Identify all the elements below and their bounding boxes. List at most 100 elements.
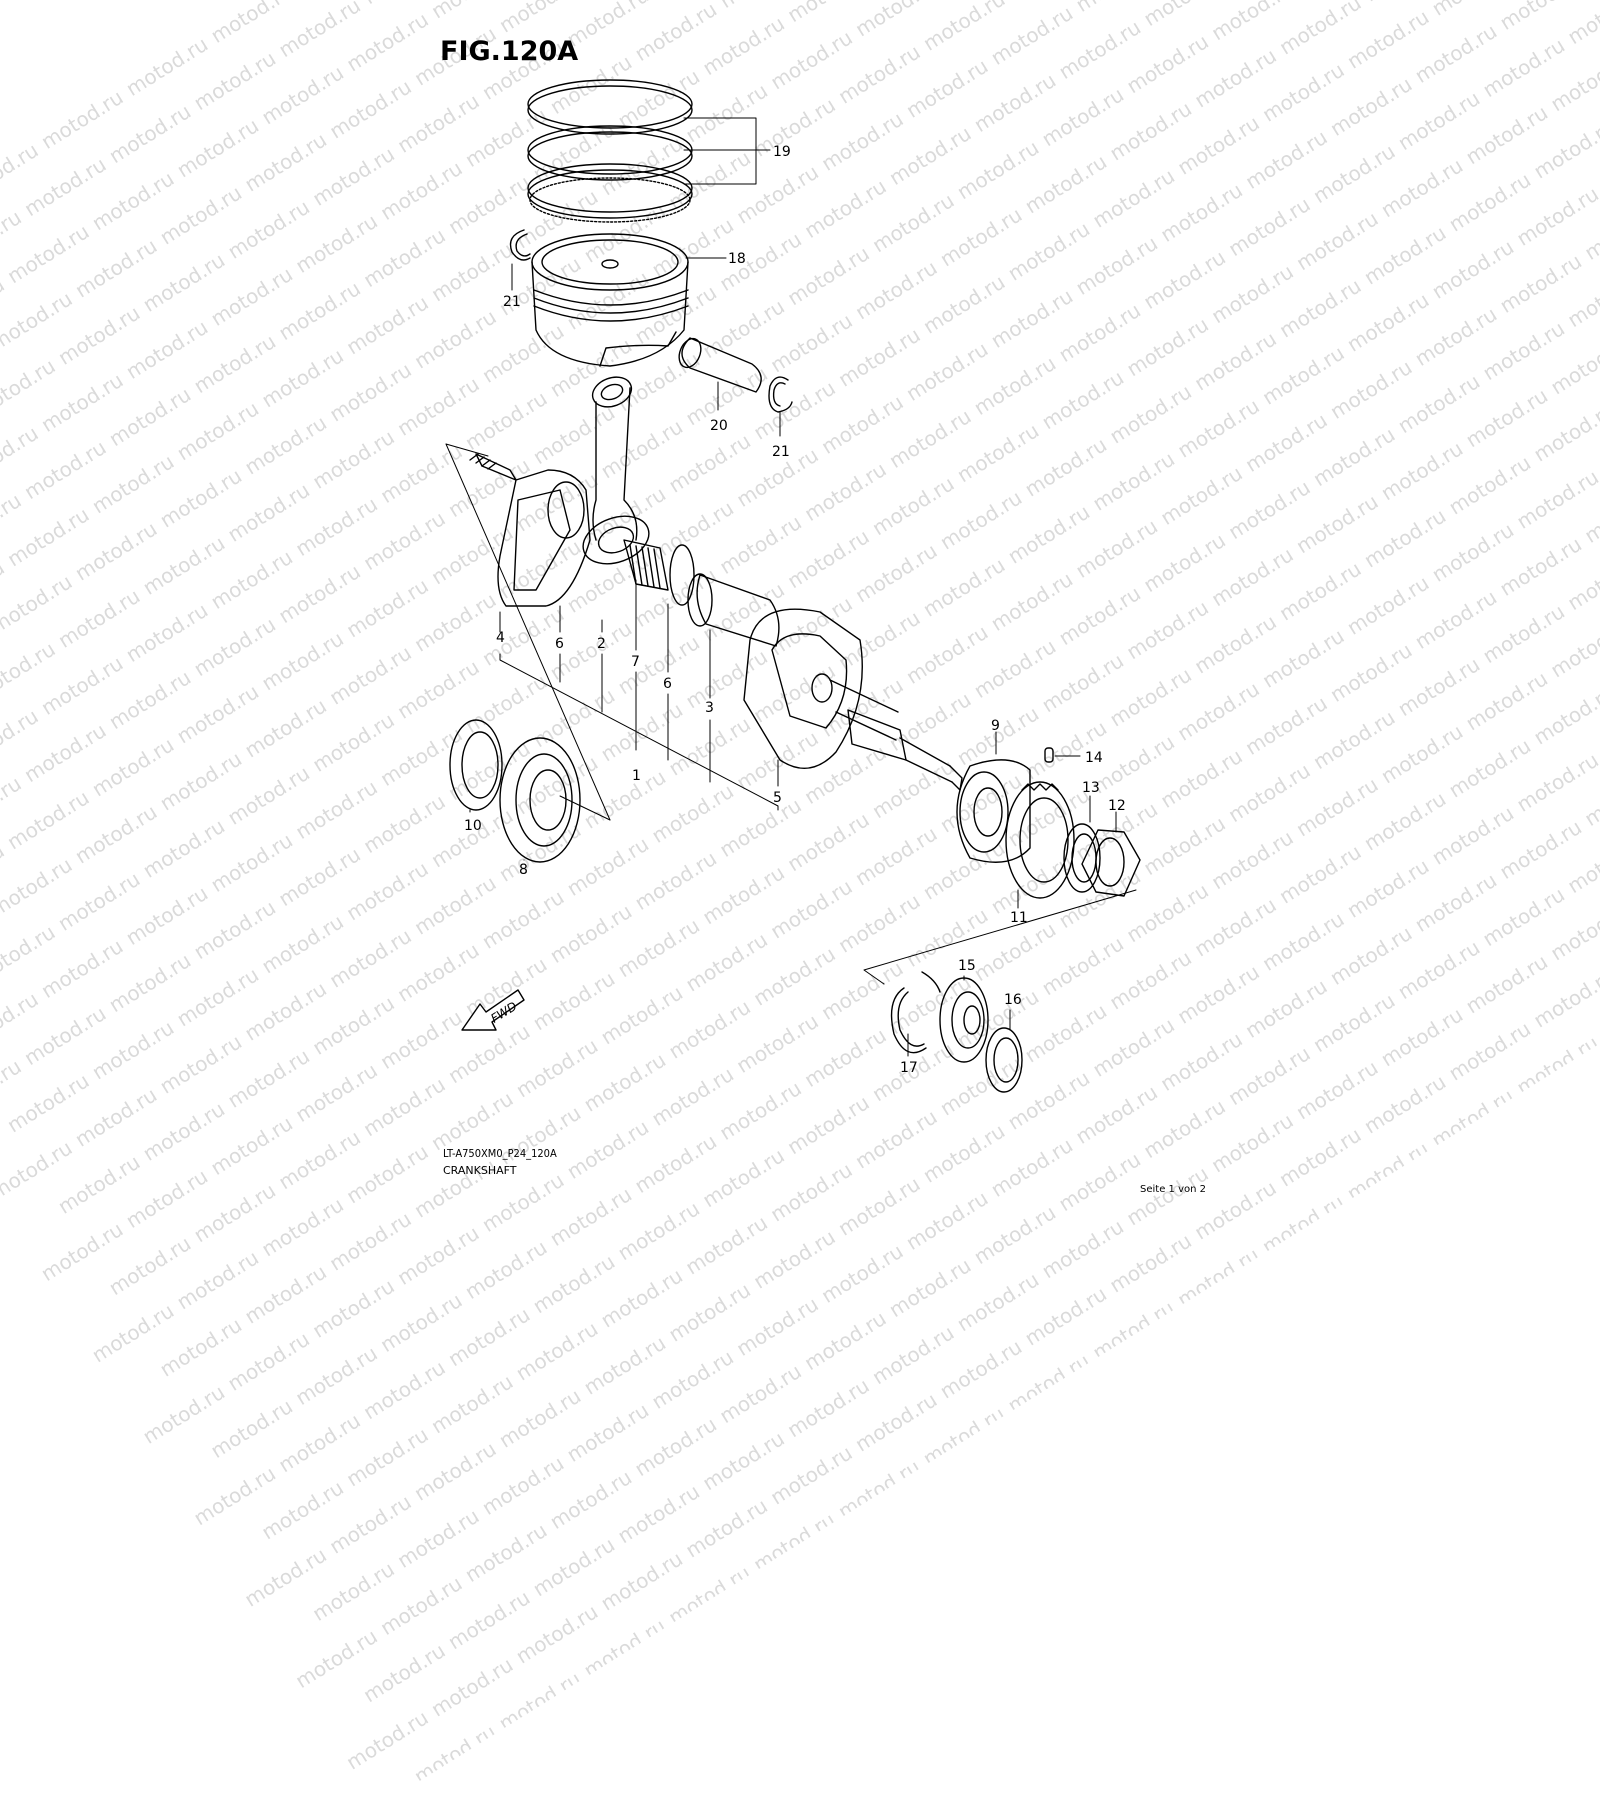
watermark-text: motod.ru xyxy=(426,1652,518,1722)
watermark-text: motod.ru xyxy=(969,1200,1061,1270)
watermark-text: motod.ru xyxy=(189,1461,280,1531)
watermark-text: motod.ru xyxy=(867,1320,959,1390)
watermark-text: motod.ru xyxy=(494,1666,586,1736)
crankshaft-assembly xyxy=(469,453,963,791)
watermark-text: motod.ru xyxy=(884,1253,976,1323)
watermark-text: motod.ru xyxy=(579,1613,670,1683)
callout-21: 21 xyxy=(503,294,521,310)
watermark-text: motod.ru xyxy=(630,1412,721,1482)
callout-5: 5 xyxy=(773,790,782,806)
callout-16: 16 xyxy=(1004,992,1022,1008)
page-indicator: Seite 1 von 2 xyxy=(1140,1184,1206,1195)
watermark-text: motod.ru xyxy=(647,1344,738,1414)
callout-labels: 19 18 21 20 21 4 6 2 7 6 3 1 5 9 14 13 1… xyxy=(464,144,1126,1076)
watermark-text: motod.ru xyxy=(511,1599,603,1669)
watermark-text: motod.ru xyxy=(104,1231,196,1301)
callout-4: 4 xyxy=(496,630,505,646)
watermark-text: motod.ru xyxy=(596,1263,687,1333)
watermark-text: motod.ru xyxy=(1003,1348,1094,1418)
watermark-text: motod.ru xyxy=(1173,1242,1264,1312)
piston-pin xyxy=(678,337,762,393)
watermark-text: motod.ru xyxy=(240,1542,331,1612)
watermark-text: motod.ru xyxy=(155,1312,246,1382)
woodruff-key xyxy=(1044,747,1054,763)
watermark-text: motod.ru xyxy=(562,1397,654,1467)
watermark-text: motod.ru xyxy=(206,1394,297,1463)
primary-drive-gear xyxy=(1005,781,1075,899)
section-name: CRANKSHAFT xyxy=(443,1164,517,1177)
watermark-text: motod.ru xyxy=(850,1387,942,1457)
piston-rings xyxy=(527,79,693,223)
watermark-text: motod.ru xyxy=(1037,1214,1128,1284)
callout-3: 3 xyxy=(705,700,714,716)
watermark-text: motod.ru xyxy=(87,1298,179,1368)
watermark-text: motod.ru xyxy=(291,1624,382,1694)
watermark-text: motod.ru xyxy=(36,1216,128,1286)
watermark-text: motod.ru xyxy=(308,1273,399,1343)
watermark-text: motod.ru xyxy=(698,1426,789,1496)
watermark-text: motod.ru xyxy=(528,1249,620,1319)
watermark-text: motod.ru xyxy=(341,1705,433,1775)
watermark-text: motod.ru xyxy=(613,1479,704,1549)
watermark-text: motod.ru xyxy=(257,1192,348,1262)
callout-9: 9 xyxy=(991,718,1000,734)
watermark-text: motod.ru xyxy=(325,1489,416,1559)
watermark-text: motod.ru xyxy=(528,1532,620,1602)
watermark-text: motod.ru xyxy=(918,1401,1010,1471)
callout-8: 8 xyxy=(519,862,528,878)
watermark-text: motod.ru xyxy=(409,1436,501,1506)
watermark-text: motod.ru xyxy=(223,1326,314,1396)
callout-7: 7 xyxy=(631,654,640,670)
connecting-rod xyxy=(582,376,650,565)
watermark-text: motod.ru xyxy=(1105,1228,1196,1298)
watermark-text: motod.ru xyxy=(664,1560,755,1630)
watermark-text: motod.ru xyxy=(460,1518,552,1588)
exploded-parts-diagram: FWD 19 18 21 20 21 4 6 2 7 6 3 1 5 9 14 … xyxy=(445,79,1141,1093)
watermark-text: motod.ru xyxy=(138,1379,230,1449)
watermark-text: motod.ru xyxy=(749,1507,840,1577)
right-crank-bearing xyxy=(956,759,1031,863)
watermark-text: motod.ru xyxy=(1088,1295,1179,1365)
piston-circlip-right xyxy=(768,376,793,413)
watermark-text: motod.ru xyxy=(392,1220,484,1290)
callout-19: 19 xyxy=(773,144,791,160)
model-code: LT-A750XM0_P24_120A xyxy=(443,1147,557,1160)
watermark-text: motod.ru xyxy=(952,1267,1044,1337)
callout-1: 1 xyxy=(632,768,641,784)
callout-6: 6 xyxy=(663,676,672,692)
callout-13: 13 xyxy=(1082,780,1100,796)
crankpin-needle-bearing xyxy=(623,539,695,606)
watermark-text: motod.ru xyxy=(596,1546,687,1616)
watermark-text: motod.ru xyxy=(511,1316,603,1386)
leader-lines xyxy=(445,117,1137,1057)
watermark-text: motod.ru xyxy=(494,1383,586,1453)
watermark-text: motod.ru xyxy=(477,1450,569,1520)
watermark-text: motod.ru xyxy=(409,1719,501,1789)
forward-direction-arrow: FWD xyxy=(461,989,525,1031)
watermark-text: motod.ru xyxy=(782,1373,874,1443)
watermark-text: motod.ru xyxy=(799,1306,891,1376)
watermark-text: motod.ru xyxy=(816,1238,908,1308)
callout-6: 6 xyxy=(555,636,564,652)
crankshaft-nut xyxy=(1081,829,1141,897)
watermark-text: motod.ru xyxy=(426,1369,518,1439)
watermark-text: motod.ru xyxy=(257,1475,348,1545)
watermark-text: motod.ru xyxy=(443,1302,535,1372)
watermark-text: motod.ru xyxy=(172,1245,263,1315)
watermark-text: motod.ru xyxy=(681,1210,772,1280)
watermark-text: motod.ru xyxy=(732,1291,823,1361)
watermark-text: motod.ru xyxy=(358,1638,450,1708)
callout-21: 21 xyxy=(772,444,790,460)
piston xyxy=(531,233,689,367)
callout-20: 20 xyxy=(710,418,728,434)
watermark-text: motod.ru xyxy=(325,1206,416,1276)
watermark-text: motod.ru xyxy=(935,1334,1027,1404)
watermark-text: motod.ru xyxy=(240,1259,331,1329)
callout-2: 2 xyxy=(597,636,606,652)
watermark-text: motod.ru xyxy=(375,1571,467,1641)
lower-bearing xyxy=(939,977,989,1063)
watermark-text: motod.ru xyxy=(664,1277,755,1347)
piston-circlip-left xyxy=(509,229,531,261)
watermark-text: motod.ru xyxy=(392,1503,484,1573)
watermark-text: motod.ru xyxy=(1257,1189,1349,1259)
